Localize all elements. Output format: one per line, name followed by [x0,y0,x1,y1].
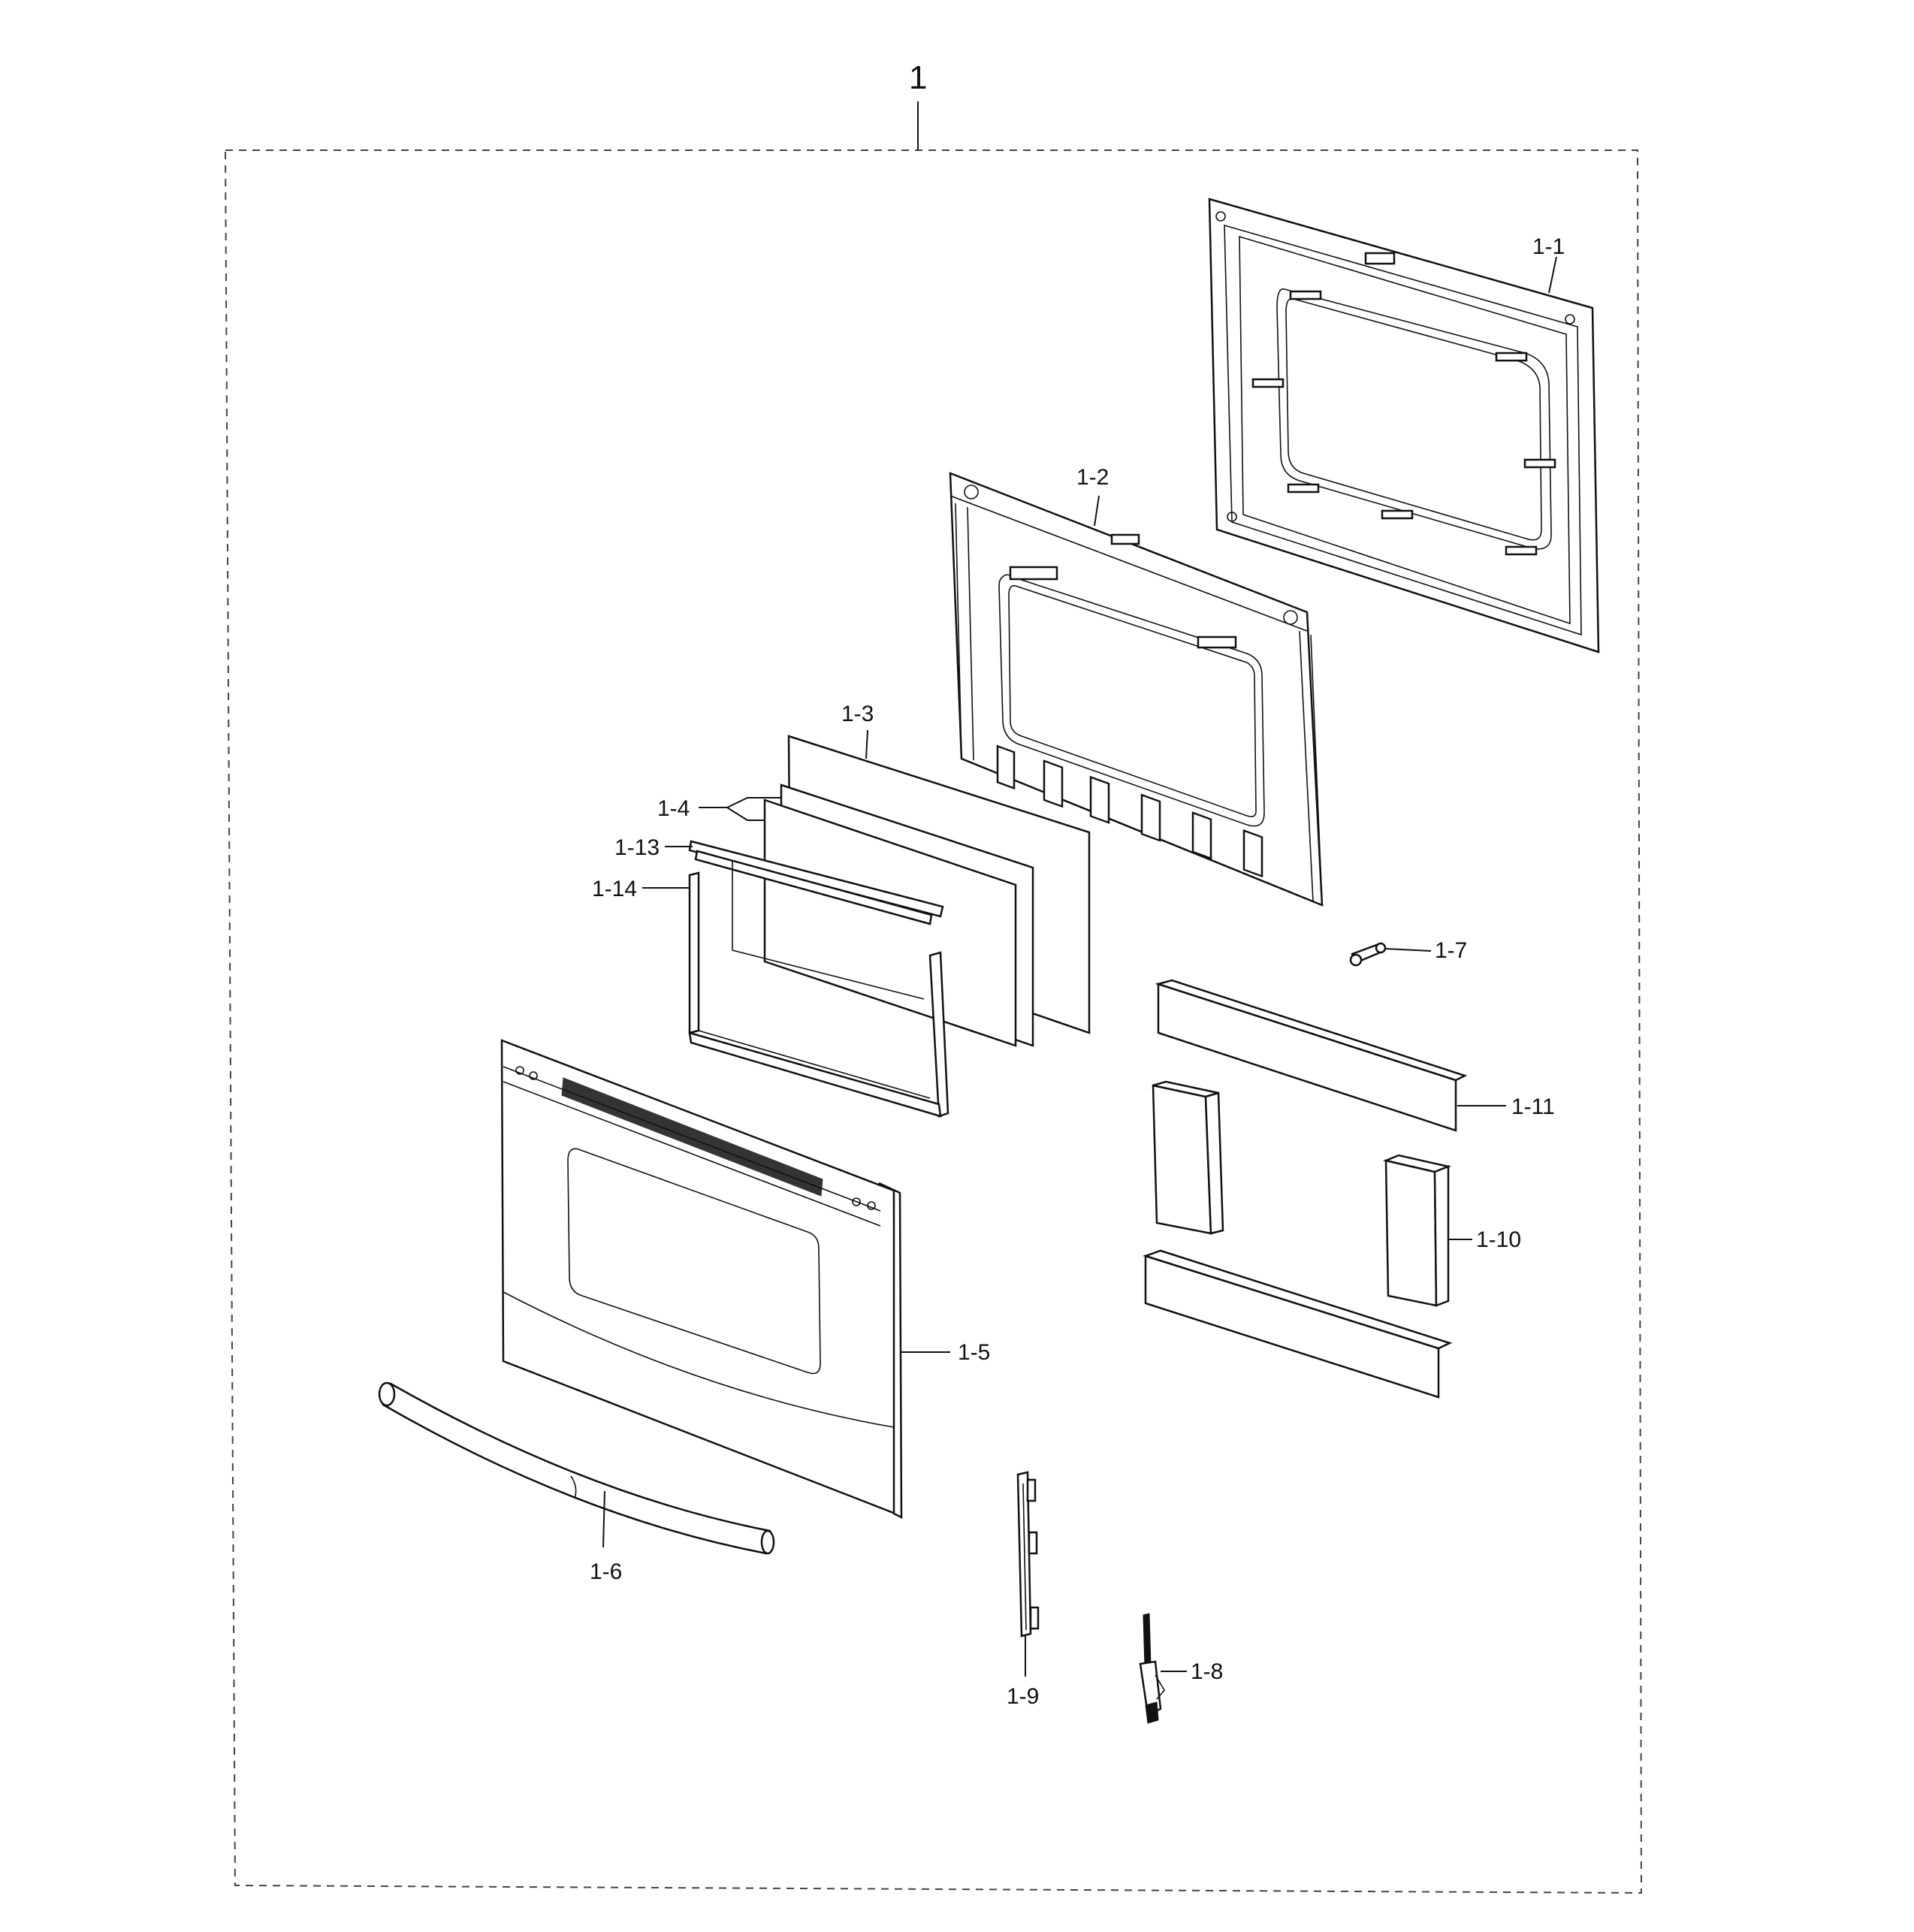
label-1-8: 1-8 [1191,1659,1223,1684]
label-1-4: 1-4 [657,796,690,821]
assembly-boundary: 1 [224,59,1643,1894]
label-1-10: 1-10 [1476,1227,1521,1252]
part-outer-door-panel: 1-5 [500,1039,990,1520]
label-1-6: 1-6 [590,1559,622,1584]
part-door-inner-panel: 1-2 [949,465,1324,907]
assembly-label: 1 [909,59,927,96]
label-1-14: 1-14 [592,877,637,901]
part-hinge-bracket: 1-9 [1007,1471,1039,1709]
label-1-3: 1-3 [841,702,874,726]
part-inner-door-liner: 1-1 [1208,198,1600,654]
label-1-1: 1-1 [1532,234,1565,259]
part-hinge-pin: 1-7 [1349,938,1467,967]
part-top-glass-retainer: 1-13 [614,835,944,1000]
part-door-hinge-latch: 1-8 [1139,1613,1223,1724]
label-1-11: 1-11 [1511,1094,1555,1119]
part-insulation-top-bottom: 1-11 [1143,979,1555,1399]
part-insulation-sides: 1-10 [1152,1080,1521,1307]
label-1-5: 1-5 [958,1340,990,1365]
part-glass-side-frame: 1-14 [592,871,949,1118]
label-1-7: 1-7 [1435,938,1467,963]
label-1-9: 1-9 [1007,1684,1039,1709]
label-1-13: 1-13 [614,835,660,860]
part-door-handle: 1-6 [378,1381,775,1584]
label-1-2: 1-2 [1076,465,1109,490]
